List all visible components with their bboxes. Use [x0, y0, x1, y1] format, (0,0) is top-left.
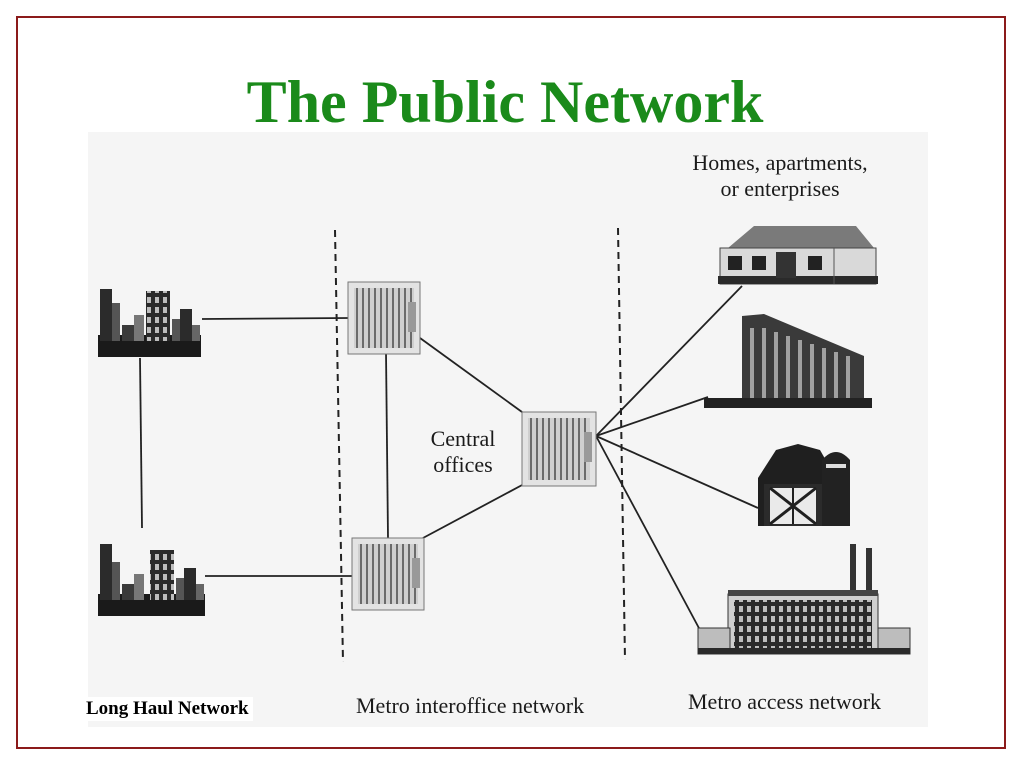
central-office-switch-icon: [351, 537, 425, 611]
long-haul-network-label: Long Haul Network: [82, 697, 253, 721]
link-city1-co1: [201, 317, 351, 320]
central-office-switch-icon: [521, 411, 597, 487]
barn-icon: [758, 444, 850, 526]
slide-title: The Public Network: [246, 69, 764, 135]
boundary-interoffice-access: [617, 227, 626, 661]
metro-access-network-label: Metro access network: [688, 689, 882, 714]
apartment-building-icon: [704, 314, 872, 408]
homes-label: Homes, apartments, or enterprises: [680, 150, 880, 202]
slide-border: [16, 16, 1006, 749]
central-office-switch-icon: [347, 281, 421, 355]
house-icon: [718, 226, 878, 285]
link-hub-apartment: [595, 396, 709, 437]
central-offices-label: Central offices: [418, 426, 508, 478]
boundary-long-haul-metro: [334, 229, 344, 663]
link-co2-hub: [422, 483, 525, 539]
link-city1-city2: [139, 357, 143, 529]
central-offices-line1: Central: [430, 426, 496, 451]
factory-icon: [697, 544, 911, 655]
city-skyline-icon: [98, 289, 201, 357]
link-co1-co2: [385, 351, 389, 539]
connection-lines: [139, 285, 759, 631]
link-hub-barn: [595, 435, 759, 509]
homes-label-line2: or enterprises: [720, 176, 840, 201]
city-skyline-icon: [98, 544, 205, 616]
homes-label-line1: Homes, apartments,: [692, 150, 868, 175]
link-hub-house: [595, 285, 743, 437]
metro-interoffice-network-label: Metro interoffice network: [356, 693, 585, 718]
link-hub-factory: [595, 435, 701, 631]
central-offices-line2: offices: [433, 452, 493, 477]
link-co1-hub: [419, 337, 523, 413]
